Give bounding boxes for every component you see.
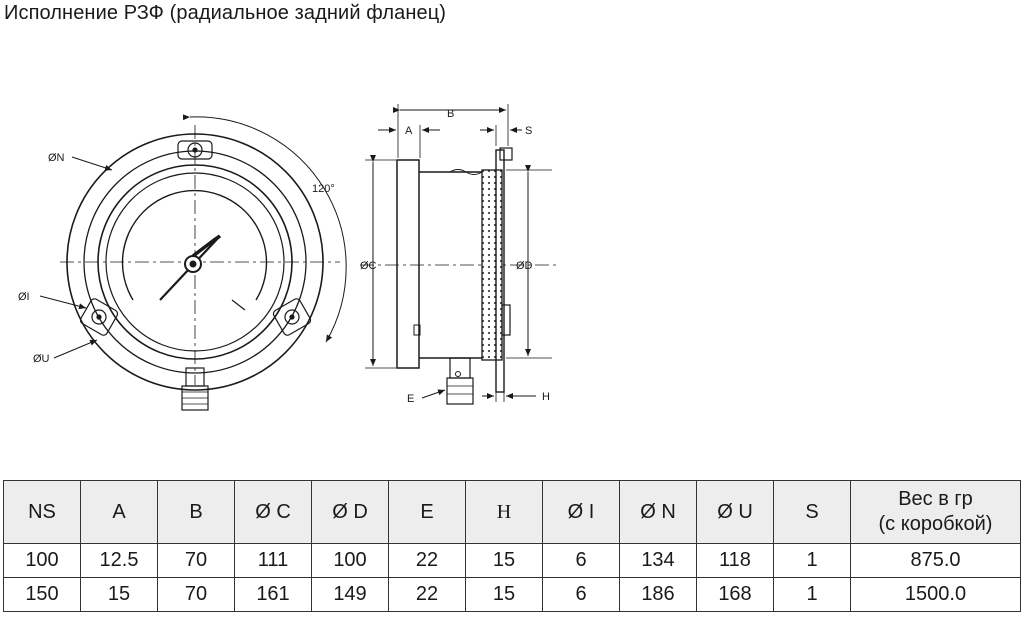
- cell-s: 1: [773, 543, 851, 578]
- gauge-side-view: [360, 104, 560, 405]
- cell-b: 70: [157, 577, 235, 612]
- table-header-row: NS A B Ø C Ø D E H Ø I Ø N Ø U S Вес в г…: [3, 480, 1021, 544]
- label-dia-i: ØI: [18, 291, 30, 303]
- label-dia-n: ØN: [48, 152, 65, 164]
- cell-dia-i: 6: [542, 577, 620, 612]
- cell-dia-n: 134: [619, 543, 697, 578]
- specs-table: NS A B Ø C Ø D E H Ø I Ø N Ø U S Вес в г…: [3, 480, 1021, 612]
- column-header-ns: NS: [3, 480, 81, 544]
- cell-a: 15: [80, 577, 158, 612]
- column-header-dia-i: Ø I: [542, 480, 620, 544]
- cell-weight: 875.0: [850, 543, 1021, 578]
- column-header-weight: Вес в гр (с коробкой): [850, 480, 1021, 544]
- cell-ns: 100: [3, 543, 81, 578]
- label-e: E: [407, 393, 414, 405]
- column-header-b: B: [157, 480, 235, 544]
- cell-e: 22: [388, 543, 466, 578]
- weight-header-line2: (с коробкой): [878, 513, 993, 535]
- label-b: B: [447, 108, 454, 120]
- column-header-dia-n: Ø N: [619, 480, 697, 544]
- cell-weight: 1500.0: [850, 577, 1021, 612]
- column-header-h: H: [465, 480, 543, 544]
- cell-dia-u: 118: [696, 543, 774, 578]
- column-header-dia-u: Ø U: [696, 480, 774, 544]
- table-row: 150 15 70 161 149 22 15 6 186 168 1 1500…: [3, 577, 1021, 612]
- cell-s: 1: [773, 577, 851, 612]
- column-header-a: A: [80, 480, 158, 544]
- cell-b: 70: [157, 543, 235, 578]
- cell-dia-n: 186: [619, 577, 697, 612]
- label-dia-u: ØU: [33, 353, 50, 365]
- label-a: A: [405, 125, 413, 137]
- cell-dia-u: 168: [696, 577, 774, 612]
- cell-dia-i: 6: [542, 543, 620, 578]
- cell-h: 15: [465, 543, 543, 578]
- cell-ns: 150: [3, 577, 81, 612]
- table-row: 100 12.5 70 111 100 22 15 6 134 118 1 87…: [3, 543, 1021, 578]
- cell-dia-d: 149: [311, 577, 389, 612]
- column-header-dia-d: Ø D: [311, 480, 389, 544]
- page-title: Исполнение РЗФ (радиальное задний фланец…: [4, 2, 447, 24]
- label-dia-d: ØD: [516, 260, 533, 272]
- label-angle: 120°: [312, 183, 335, 195]
- column-header-s: S: [773, 480, 851, 544]
- cell-dia-c: 161: [234, 577, 312, 612]
- cell-e: 22: [388, 577, 466, 612]
- column-header-dia-c: Ø C: [234, 480, 312, 544]
- gauge-front-view: [39, 114, 347, 411]
- cell-a: 12.5: [80, 543, 158, 578]
- gauge-technical-drawing: ØN ØI ØU 120°: [18, 104, 560, 411]
- label-h: H: [542, 391, 550, 403]
- cell-dia-c: 111: [234, 543, 312, 578]
- cell-h: 15: [465, 577, 543, 612]
- column-header-e: E: [388, 480, 466, 544]
- label-s: S: [525, 125, 532, 137]
- weight-header-line1: Вес в гр: [898, 488, 973, 510]
- cell-dia-d: 100: [311, 543, 389, 578]
- label-dia-c: ØC: [360, 260, 377, 272]
